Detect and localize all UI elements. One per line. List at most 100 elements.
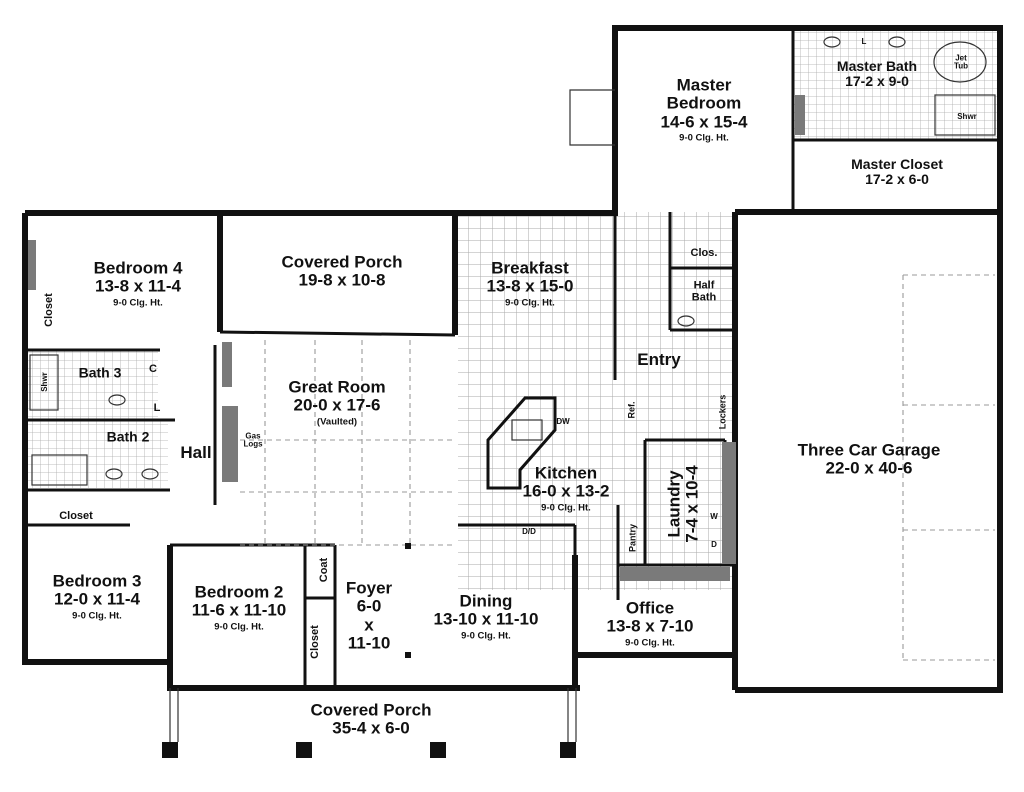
room-ceiling: 9-0 Clg. Ht. — [461, 630, 511, 642]
room-dims: 12-0 x 11-4 — [53, 589, 141, 609]
kitchen-tile-floor — [458, 380, 618, 590]
sink-6 — [677, 315, 695, 327]
room-name: Laundry — [664, 470, 684, 538]
kitchen-island — [486, 396, 557, 490]
bath3-l-label: L — [153, 402, 161, 415]
room-dims: 22-0 x 40-6 — [825, 459, 913, 478]
room-ceiling: 9-0 Clg. Ht. — [625, 637, 675, 649]
room-bedroom-3: Bedroom 3 12-0 x 11-4 9-0 Clg. Ht. — [52, 571, 142, 622]
sink-5 — [888, 36, 906, 48]
pantry-label: Pantry — [627, 523, 638, 553]
room-dining: Dining 13-10 x 11-10 9-0 Clg. Ht. — [433, 591, 539, 642]
room-name: Hall — [180, 442, 212, 462]
room-office: Office 13-8 x 7-10 9-0 Clg. Ht. — [606, 598, 694, 649]
master-wall-fill — [795, 95, 805, 135]
room-bath-2: Bath 2 — [107, 429, 150, 444]
bedroom3-closet-label: Closet — [59, 510, 93, 523]
room-name: Bedroom 3 — [52, 571, 142, 591]
room-name: Foyer — [345, 578, 393, 598]
room-dims-1: 6-0 — [356, 596, 382, 616]
coat-label: Coat — [318, 557, 331, 583]
room-dims: 16-0 x 13-2 — [522, 481, 610, 501]
room-kitchen: Kitchen 16-0 x 13-2 9-0 Clg. Ht. — [522, 463, 610, 514]
room-name: Covered Porch — [310, 700, 432, 720]
room-covered-porch-front: Covered Porch 35-4 x 6-0 — [310, 700, 432, 739]
laundry-wall-fill — [722, 442, 736, 564]
room-name: Dining — [459, 591, 513, 611]
room-master-bath: Master Bath 17-2 x 9-0 — [837, 58, 917, 89]
room-name: Great Room — [288, 377, 386, 397]
room-name: Master Closet — [851, 155, 943, 172]
washer-label: W — [710, 511, 718, 521]
half-bath-label: Half Bath — [691, 279, 717, 303]
sink-2 — [141, 468, 159, 480]
room-name: Three Car Garage — [797, 440, 941, 460]
room-dims: 17-2 x 6-0 — [865, 171, 929, 187]
room-dims-3: 11-10 — [347, 633, 391, 653]
bath3-shwr-label: Shwr — [39, 372, 49, 392]
sink-1 — [105, 468, 123, 480]
room-name: Bedroom 4 — [93, 258, 183, 278]
garage-bays — [902, 274, 995, 661]
bath2-tile-floor — [28, 420, 168, 488]
room-name: Breakfast — [491, 258, 569, 278]
sink-3 — [108, 394, 126, 406]
dd-label: D/D — [522, 526, 536, 536]
room-dims: 13-8 x 15-0 — [486, 276, 574, 296]
master-shwr-label: Shwr — [957, 111, 977, 121]
bedroom4-wall-fill — [28, 240, 36, 290]
room-covered-porch-back: Covered Porch 19-8 x 10-8 — [281, 252, 403, 291]
room-name: Master Bedroom — [666, 75, 742, 113]
room-dims: 11-6 x 11-10 — [191, 600, 287, 620]
room-dims: 7-4 x 10-4 — [683, 465, 702, 543]
room-dims-2: x — [364, 615, 374, 634]
room-ceiling: 9-0 Clg. Ht. — [541, 502, 591, 514]
ref-label: Ref. — [626, 401, 637, 419]
great-room-beams — [240, 340, 455, 546]
room-bath-3: Bath 3 — [79, 365, 122, 380]
bath3-tile-floor — [28, 350, 158, 420]
room-dims: 20-0 x 17-6 — [293, 395, 381, 415]
sink-4 — [823, 36, 841, 48]
bath2-tub — [31, 454, 88, 486]
lockers-label: Lockers — [717, 394, 728, 430]
room-dims: 13-10 x 11-10 — [433, 609, 539, 629]
room-name: Kitchen — [534, 463, 598, 483]
laundry-tile-floor — [645, 440, 725, 568]
greatroom-wall-fill — [222, 342, 232, 387]
room-three-car-garage: Three Car Garage 22-0 x 40-6 — [797, 440, 941, 479]
room-great-room: Great Room 20-0 x 17-6 (Vaulted) — [288, 377, 386, 428]
gas-logs-label: Gas Logs — [243, 431, 263, 449]
room-dims: 19-8 x 10-8 — [298, 271, 386, 290]
room-dims: 13-8 x 7-10 — [606, 616, 694, 636]
bath3-c-label: C — [149, 363, 157, 376]
room-ceiling: 9-0 Clg. Ht. — [72, 610, 122, 622]
jet-tub — [933, 41, 987, 83]
room-note: (Vaulted) — [316, 416, 358, 428]
room-name: Office — [625, 598, 675, 618]
office-wall-fill — [620, 567, 730, 581]
room-dims: 13-8 x 11-4 — [94, 276, 182, 296]
master-bath-tile-floor — [793, 30, 998, 140]
room-dims: 35-4 x 6-0 — [332, 719, 410, 738]
room-hall: Hall — [180, 442, 212, 462]
master-l-label: L — [861, 36, 867, 46]
interior-walls — [25, 28, 1000, 688]
room-ceiling: 9-0 Clg. Ht. — [214, 621, 264, 633]
porch-posts — [162, 543, 577, 758]
clos-label: Clos. — [690, 247, 718, 260]
room-name: Covered Porch — [281, 252, 403, 272]
room-name: Bedroom 2 — [194, 582, 284, 602]
room-breakfast: Breakfast 13-8 x 15-0 9-0 Clg. Ht. — [486, 258, 574, 309]
room-name: Bath 3 — [78, 364, 122, 381]
master-bay-window — [569, 89, 615, 146]
bedroom4-closet-label: Closet — [43, 293, 56, 327]
room-dims: 14-6 x 15-4 — [660, 112, 748, 132]
bedroom2-closet-label: Closet — [309, 625, 322, 659]
jet-tub-label: Jet Tub — [953, 53, 969, 71]
room-foyer: Foyer 6-0 x 11-10 — [345, 578, 393, 653]
room-ceiling: 9-0 Clg. Ht. — [505, 297, 555, 309]
room-name: Entry — [637, 349, 681, 369]
dw-label: DW — [556, 416, 570, 426]
